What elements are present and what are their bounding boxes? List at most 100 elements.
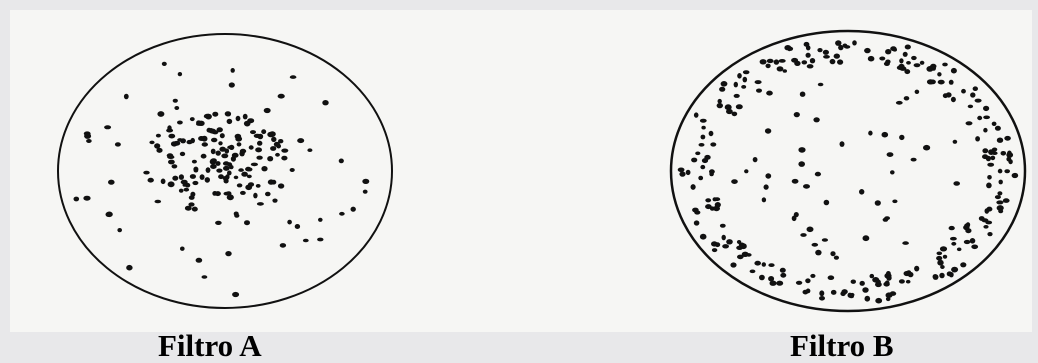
filter-b-particle [940,265,945,269]
filter-b-particle [961,89,966,94]
filter-a-particle [211,138,217,143]
filter-b-particle [817,48,822,52]
filter-a-particle [244,121,251,127]
filter-a-particle [274,142,280,147]
filter-b-particle [743,77,748,83]
filter-a-particle [149,141,154,145]
filter-b-particle [712,248,717,252]
filter-b-particle [777,66,784,71]
filter-b-particle [990,156,995,161]
filter-a-particle [223,166,230,171]
filter-a-particle [184,188,190,192]
filter-b-particle [840,141,845,147]
filter-a-particle [265,192,271,197]
filter-a-drawing [58,34,392,308]
filter-b-particle [834,54,840,59]
filter-b-particle [715,202,721,208]
filter-b-particle [883,282,889,287]
filter-a-particle [295,224,300,229]
filter-a-particle [229,165,234,169]
filter-b-particle [705,204,712,209]
filter-b-particle [982,148,988,153]
filter-a-particle [202,142,208,146]
filter-b-particle [734,82,738,88]
filter-b-particle [968,105,973,109]
filter-b-particle [834,256,839,260]
filter-b-particle [992,122,997,126]
filter-a-particle [177,138,183,142]
filter-b-particle [864,48,871,53]
filter-b-particle [709,172,714,177]
filter-b-particle [882,132,889,138]
filter-b-drawing [671,31,1025,311]
filter-a-particle [234,176,239,180]
filter-b-particle [981,218,988,222]
filter-a-particle [178,72,182,76]
filter-a-particle [106,212,113,218]
filter-a-particle [272,199,277,203]
filter-b-particle [810,58,815,63]
filter-a-particle [157,111,164,117]
filter-b-particle [780,273,786,278]
filter-b-particle [892,200,897,204]
filter-b-particle [965,228,971,233]
filter-a-particle [287,220,292,225]
filter-b-particles [678,40,1019,303]
filter-a-particle [219,147,226,152]
filter-b-particle [1001,151,1007,156]
filter-a-particle [303,239,309,243]
filter-a-particle [168,134,175,139]
filter-a-particle [115,142,121,146]
filter-b-particle [973,86,978,91]
filter-a-particle [166,129,173,133]
filter-a-circle [58,34,392,308]
filter-b-particle [1004,136,1011,141]
filter-b-particle [843,44,848,48]
filter-a-particle [154,143,160,148]
filter-b-particle [986,183,992,189]
filter-b-particle [760,59,767,64]
filter-b-particle [679,171,685,176]
filter-a-particle [172,164,178,168]
filter-b-particle [725,104,732,110]
filter-b-particle [698,176,703,181]
filter-a-particle [267,156,273,161]
filter-b-particle [946,92,952,97]
filter-b-particle [997,138,1003,143]
filter-a-particle [143,171,149,175]
filter-b-particle [875,298,882,304]
filter-a-particle [171,141,178,146]
filter-a-particle [187,140,193,144]
filter-b-particle [937,252,943,256]
filter-b-particle [800,233,806,237]
filter-b-particle [904,69,910,74]
filter-a-particle [232,153,239,158]
filter-b-particle [813,117,819,122]
filter-b-particle [815,172,821,177]
filter-a-particle [243,114,248,120]
filter-b-particle [819,290,824,296]
filter-a-particle [192,160,197,164]
filter-a-particle [322,100,328,105]
filter-a-particle [244,220,250,225]
filter-b-particle [898,64,904,69]
filter-a-particle [281,149,288,153]
filter-b-particle [886,275,891,280]
filter-b-particle [812,243,819,247]
filter-b-particle [966,121,973,125]
filter-a-particle [192,207,198,212]
filter-a-particle [200,174,205,180]
filter-a-particle [215,191,221,196]
filter-b-particle [705,198,711,202]
filter-b-particle [830,251,835,256]
filter-a-particle [240,191,246,195]
filter-b-particle [905,45,911,50]
filter-a-particle [74,197,80,202]
filter-b-particle [951,68,957,74]
filter-b-particle [970,92,975,97]
filter-b-particle [998,209,1003,213]
filter-b-particle [779,59,786,63]
filter-b-particle [933,274,939,280]
filter-b-particle [942,63,948,67]
filter-a-particle [236,116,241,121]
